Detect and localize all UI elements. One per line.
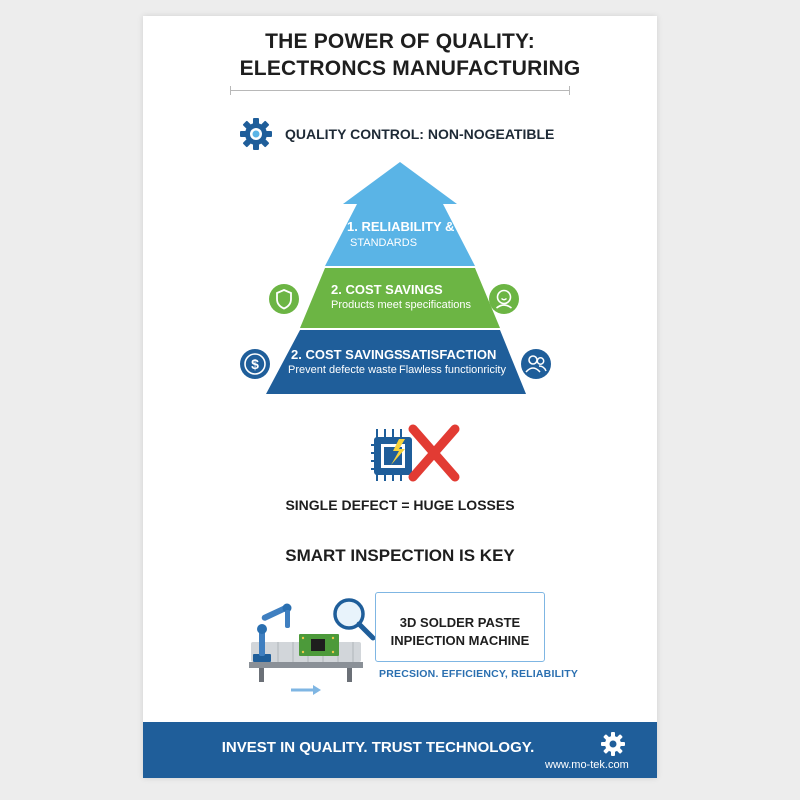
machine-label-line2: INPIECTION MACHINE (390, 633, 530, 648)
inspection-tagline: PRECSION. EFFICIENCY, RELIABILITY (379, 668, 579, 680)
machine-label-line1: 3D SOLDER PASTE (399, 615, 521, 630)
pyramid-bottom-left-subtitle: Prevent defecte waste (288, 364, 397, 376)
smiley-icon (489, 284, 519, 314)
pyramid-top-tier (325, 162, 475, 266)
quality-control-heading: QUALITY CONTROL: NON-NOGEATIBLE (285, 126, 555, 142)
pyramid-middle-title: 2. COST SAVINGS (331, 282, 443, 297)
infographic-poster: THE POWER OF QUALITY: ELECTRONCS MANUFAC… (143, 16, 657, 778)
poster-title-line1: THE POWER OF QUALITY: (265, 30, 535, 53)
defect-caption: SINGLE DEFECT = HUGE LOSSES (285, 497, 515, 513)
users-icon (521, 349, 551, 379)
title-divider (230, 86, 570, 95)
inspection-machine-illustration (249, 598, 376, 695)
inspection-heading: SMART INSPECTION IS KEY (285, 546, 515, 565)
svg-text:$: $ (251, 356, 259, 372)
pyramid-bottom-right-subtitle: Flawless functionricity (399, 364, 506, 376)
pyramid-bottom-left-title: 2. COST SAVINGS (291, 347, 403, 362)
pyramid-bottom-tier (266, 330, 526, 394)
red-x-icon (408, 424, 460, 482)
pyramid-middle-subtitle: Products meet specifications (331, 299, 472, 311)
gear-icon (601, 732, 625, 756)
footer-banner: INVEST IN QUALITY. TRUST TECHNOLOGY. www… (143, 722, 657, 778)
dollar-icon: $ (240, 349, 270, 379)
magnifier-icon (333, 598, 376, 641)
footer-slogan: INVEST IN QUALITY. TRUST TECHNOLOGY. (221, 739, 535, 756)
machine-label-box: 3D SOLDER PASTE INPIECTION MACHINE (375, 592, 545, 662)
conveyor-arrow-icon (291, 685, 321, 695)
shield-icon (269, 284, 299, 314)
broken-chip-icon (371, 429, 412, 481)
gear-icon (240, 118, 272, 150)
pyramid-bottom-right-title: SATISFACTION (402, 347, 497, 362)
pyramid-top-line1: 1. RELIABILITY & (347, 219, 455, 234)
defect-icons (371, 424, 460, 482)
quality-pyramid (266, 162, 526, 394)
pyramid-middle-tier (300, 268, 500, 328)
pyramid-top-line2: STANDARDS (350, 237, 418, 249)
footer-url: www.mo-tek.com (545, 759, 629, 771)
poster-title-line2: ELECTRONCS MANUFACTURING (239, 57, 581, 80)
